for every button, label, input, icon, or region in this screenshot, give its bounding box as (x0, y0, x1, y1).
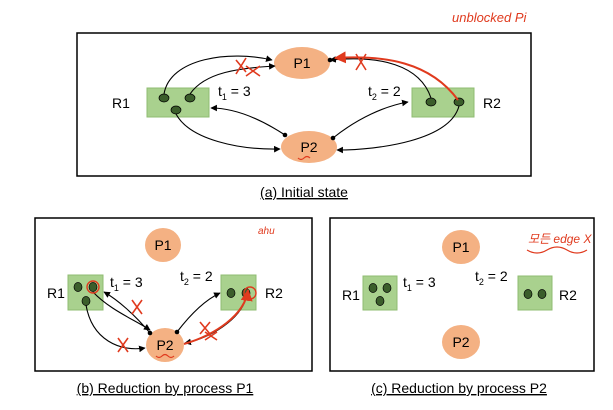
panel-c-frame (329, 217, 595, 372)
edge-p2-request-r1 (103, 291, 151, 334)
resource-r2-label: R2 (559, 287, 577, 303)
process-p2 (281, 131, 337, 163)
edge-r2-to-p2 (336, 105, 460, 154)
r1-token (184, 93, 196, 103)
process-p2-label: P2 (300, 139, 317, 155)
edge-tail-dot (327, 57, 333, 63)
t1-label: t1 = 3 (110, 274, 143, 293)
resource-r2-label: R2 (483, 95, 501, 111)
process-p2-label: P2 (452, 334, 469, 350)
r2-token (226, 288, 236, 298)
caption-a: (a) Initial state (260, 184, 348, 200)
edge-r1-to-p1 (189, 63, 276, 95)
r2-token (425, 97, 437, 107)
edge-r1-to-p1 (163, 55, 273, 95)
resource-r2-label: R2 (265, 285, 283, 301)
annotation-cross (235, 53, 367, 77)
caption-b: (b) Reduction by process P1 (77, 380, 254, 396)
edge-tail-dot (282, 132, 288, 138)
edge-p1-request-r2 (329, 56, 432, 99)
edge-p2-request-r2 (176, 292, 221, 333)
process-p2-label: P2 (156, 337, 173, 353)
panel-a: P1 P2 R1 R2 t1 = 3 t2 = 2 unblocked Pi (… (76, 10, 532, 200)
r1-token (73, 282, 83, 292)
r2-token (523, 289, 533, 299)
edge-tail-dot (330, 135, 336, 141)
r1-token (88, 282, 98, 292)
process-p1-label: P1 (154, 237, 171, 253)
resource-r2 (411, 87, 475, 118)
process-p1 (145, 228, 181, 262)
r1-token (170, 105, 182, 115)
edge-tail-dot (147, 330, 153, 336)
panel-b: P1 P2 R1 R2 t1 = 3 t2 = 2 ahu (b) Reduct… (34, 217, 313, 396)
edge-r1-to-p2 (92, 291, 151, 331)
process-p1 (274, 47, 330, 79)
edge-p2-request-r2 (332, 99, 409, 139)
r1-token (368, 283, 378, 293)
r1-token (382, 283, 392, 293)
edge-p2-request-r1 (210, 104, 286, 136)
process-p1 (442, 230, 480, 264)
resource-r2 (517, 275, 553, 311)
t2-label: t2 = 2 (180, 268, 213, 287)
r1-token (375, 296, 385, 306)
panel-b-frame (34, 217, 313, 372)
panel-a-frame (76, 32, 532, 177)
annotation-ahu: ahu (258, 226, 275, 237)
annotation-no-edge: 모든 edge X (528, 232, 592, 246)
annotation-underline (526, 246, 588, 254)
annotation-highlight-edge (333, 51, 459, 101)
r1-token (81, 296, 91, 306)
caption-c: (c) Reduction by process P2 (371, 380, 547, 396)
annotation-underline (155, 353, 175, 359)
edge-r1-to-p2 (175, 113, 281, 153)
r2-token (537, 289, 547, 299)
t1-label: t1 = 3 (403, 274, 436, 293)
resource-r2 (220, 274, 257, 311)
r1-token (158, 93, 170, 103)
annotation-unblocked: unblocked Pi (452, 10, 528, 25)
process-p2 (146, 328, 184, 362)
process-p1-label: P1 (452, 239, 469, 255)
t2-label: t2 = 2 (368, 83, 401, 102)
panel-c: P1 P2 R1 R2 t1 = 3 t2 = 2 모든 edge X (c) … (329, 217, 595, 396)
edge-r1-to-p2 (85, 304, 146, 353)
process-p1-label: P1 (293, 55, 310, 71)
resource-r1-label: R1 (47, 285, 65, 301)
edge-tail-dot (174, 329, 180, 335)
t1-label: t1 = 3 (218, 83, 251, 102)
resource-r1-label: R1 (342, 287, 360, 303)
annotation-circle (243, 286, 257, 300)
annotation-underline (297, 155, 311, 161)
t2-label: t2 = 2 (475, 268, 508, 287)
process-p2 (442, 325, 480, 359)
annotation-circle (86, 280, 100, 294)
annotation-cross (117, 299, 218, 353)
resource-r1-label: R1 (112, 95, 130, 111)
r2-token (453, 97, 465, 107)
